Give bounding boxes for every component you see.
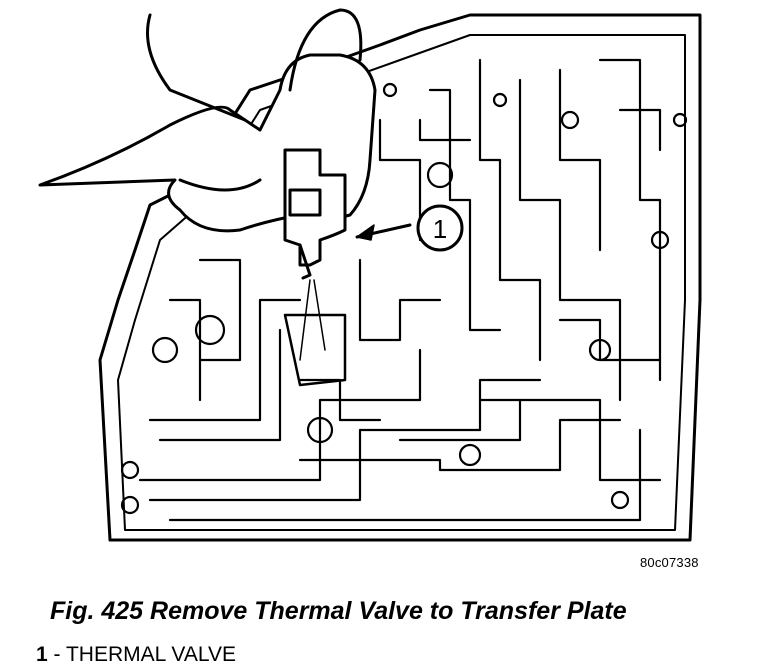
figure-reference-id: 80c07338 [640, 555, 699, 570]
thermal-valve-icon [283, 148, 347, 361]
bolt-holes [120, 82, 688, 515]
legend-label: THERMAL VALVE [65, 643, 236, 666]
callout-number: 1 [433, 214, 447, 244]
valve-pocket [283, 313, 347, 387]
valve-body-outline [98, 13, 702, 542]
legend-number: 1 [36, 643, 48, 666]
fluid-passages [138, 58, 662, 522]
callout-circle [416, 204, 464, 252]
valve-body-illustration: 1 [38, 8, 702, 542]
figure-caption: Fig. 425 Remove Thermal Valve to Transfe… [50, 597, 627, 625]
legend-item: 1 - THERMAL VALVE [36, 643, 236, 667]
legend-separator: - [47, 643, 66, 666]
